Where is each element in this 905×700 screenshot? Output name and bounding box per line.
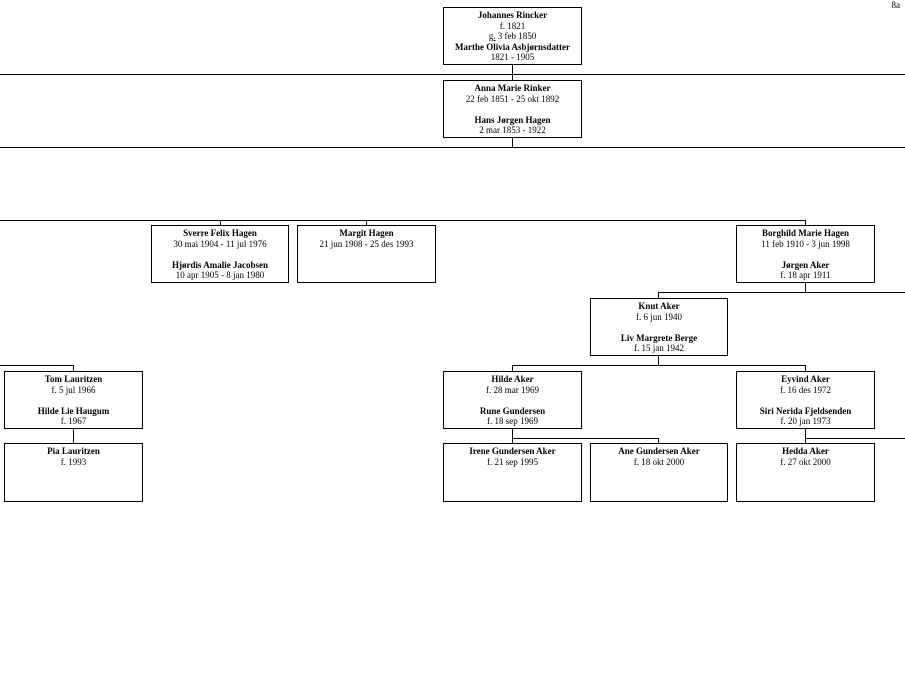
spouse-dates: 2 mar 1853 - 1922 bbox=[479, 125, 546, 135]
connector-line bbox=[73, 365, 74, 372]
connector-line bbox=[220, 220, 221, 226]
sibling-line bbox=[0, 220, 805, 221]
spouse-name: Siri Nerida Fjeldsenden bbox=[759, 405, 852, 416]
person-name: Ane Gundersen Aker bbox=[618, 446, 700, 456]
person-box-margit-hagen[interactable]: Margit Hagen 21 jun 1908 - 25 des 1993 bbox=[297, 225, 436, 283]
connector-line bbox=[512, 64, 513, 81]
person-name: Hilde Aker bbox=[491, 374, 534, 384]
sibling-line bbox=[512, 438, 658, 439]
spouse-dates: f. 18 sep 1969 bbox=[487, 416, 538, 426]
spouse-name: Liv Margrete Berge bbox=[620, 332, 698, 343]
connector-line bbox=[658, 292, 659, 299]
spouse-dates: f. 1967 bbox=[60, 416, 87, 426]
person-name: Tom Lauritzen bbox=[44, 374, 103, 384]
person-box-hilde-aker[interactable]: Hilde Aker f. 28 mar 1969 Rune Gundersen… bbox=[443, 371, 582, 429]
person-name: Eyvind Aker bbox=[781, 374, 830, 384]
spouse-name: Hans Jørgen Hagen bbox=[474, 114, 551, 125]
person-dates: 30 mai 1904 - 11 jul 1976 bbox=[173, 238, 267, 249]
person-box-eyvind-aker[interactable]: Eyvind Aker f. 16 des 1972 Siri Nerida F… bbox=[736, 371, 875, 429]
person-box-johannes-rincker[interactable]: Johannes Rincker f. 1821 g. 3 feb 1850 M… bbox=[443, 7, 582, 65]
person-box-anna-marie-rinker[interactable]: Anna Marie Rinker 22 feb 1851 - 25 okt 1… bbox=[443, 80, 582, 138]
person-dates: f. 16 des 1972 bbox=[780, 384, 831, 395]
connector-line bbox=[658, 438, 659, 444]
person-name: Irene Gundersen Aker bbox=[469, 446, 556, 456]
spouse-dates: 1821 - 1905 bbox=[490, 52, 535, 62]
spouse-name: Hilde Lie Haugum bbox=[37, 405, 110, 416]
person-dates: f. 28 mar 1969 bbox=[486, 384, 539, 395]
person-name: Johannes Rincker bbox=[477, 10, 548, 20]
connector-line bbox=[658, 355, 659, 366]
connector-line bbox=[366, 220, 367, 226]
connector-line bbox=[73, 428, 74, 444]
person-box-irene-gundersen-aker[interactable]: Irene Gundersen Aker f. 21 sep 1995 bbox=[443, 443, 582, 502]
page-number: 8a bbox=[891, 0, 901, 10]
person-box-pia-lauritzen[interactable]: Pia Lauritzen f. 1993 bbox=[4, 443, 143, 502]
sibling-line bbox=[658, 292, 905, 293]
person-name: Knut Aker bbox=[638, 301, 680, 311]
connector-line bbox=[805, 365, 806, 372]
person-box-borghild-marie-hagen[interactable]: Borghild Marie Hagen 11 feb 1910 - 3 jun… bbox=[736, 225, 875, 283]
spouse-dates: f. 15 jan 1942 bbox=[634, 343, 684, 353]
connector-line bbox=[512, 365, 513, 372]
marriage-date: 3 feb 1850 bbox=[497, 31, 537, 41]
connector-line bbox=[512, 137, 513, 147]
person-name: Margit Hagen bbox=[339, 228, 394, 238]
spouse-name: Marthe Olivia Asbjørnsdatter bbox=[455, 41, 570, 52]
person-name: Hedda Aker bbox=[782, 446, 829, 456]
sibling-line bbox=[805, 438, 905, 439]
sibling-line bbox=[0, 365, 73, 366]
person-dates: 22 feb 1851 - 25 okt 1892 bbox=[465, 93, 560, 104]
person-name: Pia Lauritzen bbox=[47, 446, 100, 456]
person-dates: f. 21 sep 1995 bbox=[487, 456, 538, 467]
person-box-tom-lauritzen[interactable]: Tom Lauritzen f. 5 jul 1966 Hilde Lie Ha… bbox=[4, 371, 143, 429]
person-dates: 11 feb 1910 - 3 jun 1998 bbox=[761, 238, 850, 249]
generation-separator-line bbox=[0, 147, 905, 148]
connector-line bbox=[805, 220, 806, 226]
person-dates: f. 6 jun 1940 bbox=[636, 311, 682, 322]
person-dates: f. 27 okt 2000 bbox=[780, 456, 831, 467]
spouse-dates: f. 18 apr 1911 bbox=[780, 270, 831, 280]
person-box-hedda-aker[interactable]: Hedda Aker f. 27 okt 2000 bbox=[736, 443, 875, 502]
spouse-name: Jørgen Aker bbox=[781, 259, 830, 270]
person-dates: f. 1993 bbox=[60, 456, 87, 467]
spouse-name: Rune Gundersen bbox=[479, 405, 546, 416]
person-name: Sverre Felix Hagen bbox=[183, 228, 257, 238]
person-dates: f. 18 okt 2000 bbox=[633, 456, 685, 467]
spouse-dates: 10 apr 1905 - 8 jan 1980 bbox=[175, 270, 265, 280]
person-box-ane-gundersen-aker[interactable]: Ane Gundersen Aker f. 18 okt 2000 bbox=[590, 443, 728, 502]
marriage-prefix: g. bbox=[488, 31, 496, 41]
person-box-sverre-felix-hagen[interactable]: Sverre Felix Hagen 30 mai 1904 - 11 jul … bbox=[151, 225, 289, 283]
sibling-line bbox=[512, 365, 805, 366]
person-box-knut-aker[interactable]: Knut Aker f. 6 jun 1940 Liv Margrete Ber… bbox=[590, 298, 728, 356]
connector-line bbox=[805, 428, 806, 444]
person-name: Borghild Marie Hagen bbox=[762, 228, 849, 238]
marriage-line: g. 3 feb 1850 bbox=[444, 31, 581, 42]
person-dates: f. 5 jul 1966 bbox=[51, 384, 96, 395]
connector-line bbox=[805, 282, 806, 293]
spouse-dates: f. 20 jan 1973 bbox=[780, 416, 831, 426]
generation-separator-line bbox=[0, 74, 905, 75]
birth-date: f. 1821 bbox=[499, 20, 526, 31]
spouse-name: Hjørdis Amalie Jacobsen bbox=[172, 259, 268, 270]
person-dates: 21 jun 1908 - 25 des 1993 bbox=[319, 238, 414, 249]
connector-line bbox=[512, 428, 513, 444]
person-name: Anna Marie Rinker bbox=[474, 83, 551, 93]
